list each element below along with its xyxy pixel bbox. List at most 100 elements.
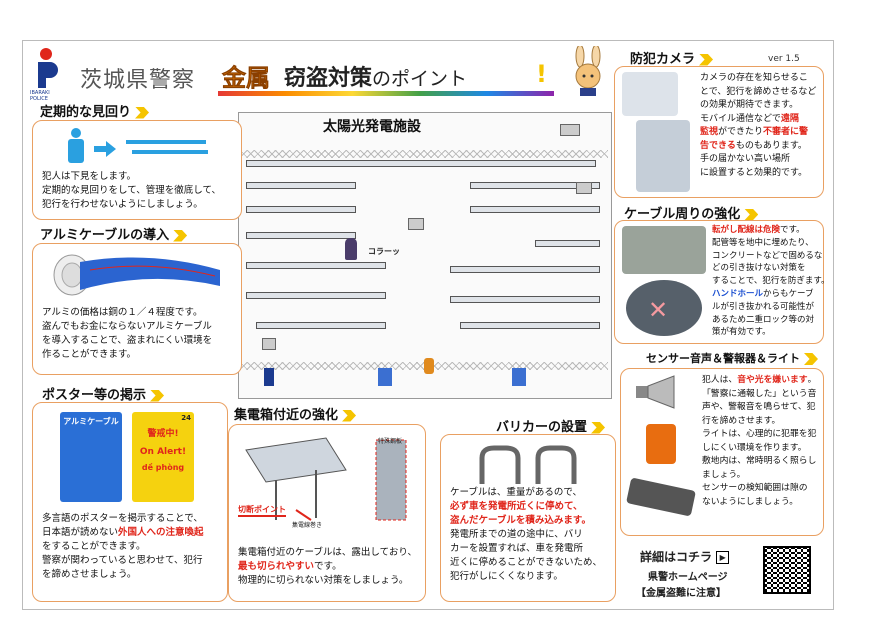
cut-point-label: 切断ポイント — [238, 504, 286, 517]
camera-photo — [622, 72, 678, 116]
camera-icon — [560, 124, 580, 136]
fence-top — [240, 150, 608, 158]
chevron-right-icon — [135, 106, 150, 119]
solar-panel-row — [535, 240, 600, 247]
sensor-line: 。 — [807, 375, 817, 385]
sensor-title-text: センサー音声＆警報器＆ライト — [646, 352, 800, 365]
solar-panel-row — [450, 296, 600, 303]
cable-highlight: ハンドホール — [712, 288, 764, 299]
junction-illustration-icon — [245, 437, 407, 521]
junction-line: 物理的に切られない対策をしましょう。 — [238, 575, 409, 586]
aluminum-line: アルミの価格は銅の１／４程度です。 — [42, 307, 203, 318]
poster-alert-image: 24 警戒中! On Alert! dề phòng — [132, 412, 194, 502]
poster-aluminum-image: アルミケーブル — [60, 412, 122, 502]
cable-title: ケーブル周りの強化 — [624, 203, 759, 222]
barricade-line: 近くに停めることができないため、 — [450, 557, 603, 568]
chevron-right-icon — [804, 353, 818, 365]
facility-map — [238, 112, 612, 399]
solar-panel-row — [246, 232, 356, 239]
camera-icon — [576, 182, 592, 194]
patrol-line: 犯行を行わせないようにしましょう。 — [42, 199, 203, 210]
camera-line: ができたり — [718, 127, 764, 137]
camera-title: 防犯カメラ — [630, 48, 714, 67]
poster-title-text: ポスター等の掲示 — [42, 388, 147, 403]
cross-mark-icon: ✕ — [648, 296, 669, 324]
title-no: のポイント — [372, 68, 468, 90]
cable-ground-photo — [622, 226, 706, 274]
poster-line: 多言語のポスターを掲示することで、 — [42, 513, 203, 524]
sensor-line: 敷地内は、常時明るく照らし — [702, 456, 817, 466]
notice-label: 【金属盗難に注意】 — [636, 588, 726, 599]
aluminum-line: 盗んでもお金にならないアルミケーブル — [42, 321, 212, 332]
solar-panel-row — [246, 160, 596, 167]
sensor-highlight: 音や光を嫌います — [737, 375, 808, 385]
patrol-text: 犯人は下見をします。 定期的な見回りをして、管理を徹底して、 犯行を行わせないよ… — [42, 170, 221, 212]
title-underline — [218, 91, 554, 96]
solar-panel-row — [460, 322, 600, 329]
handhole-photo — [626, 280, 702, 336]
barricade-title-text: バリカーの設置 — [496, 420, 588, 435]
barricade-box — [440, 434, 616, 602]
intruder-figure-icon — [345, 238, 357, 260]
sensor-line: 行を諦めさせます。 — [702, 415, 781, 426]
barricade-line: カーを設置すれば、車を発電所 — [450, 543, 584, 554]
camera-text: カメラの存在を知らせるこ とで、犯行を諦めさせるなど の効果が期待できます。 モ… — [700, 72, 816, 180]
chevron-right-icon — [150, 389, 165, 402]
junction-line: です。 — [314, 561, 342, 572]
poster-sign-icon — [378, 368, 392, 386]
exclaim-mark: ! — [536, 60, 547, 88]
camera-line: とで、犯行を諦めさせるなど — [700, 86, 817, 97]
camera-highlight: 監視 — [700, 127, 719, 137]
qr-code-icon[interactable] — [763, 546, 811, 594]
aluminum-line: 作ることができます。 — [42, 349, 137, 360]
poster-line: をすることができます。 — [42, 541, 146, 552]
poster2-title3: dề phòng — [141, 463, 185, 472]
cable-line: 策が有効です。 — [712, 327, 771, 338]
barricade-line: ケーブルは、重量があるので、 — [450, 487, 583, 498]
cable-line: ルが引き抜かれる可能性が — [712, 301, 815, 312]
solar-panel-row — [450, 266, 600, 273]
cable-line: あるため二重ロック等の対 — [712, 314, 815, 325]
cable-line: どの引き抜けない対策を — [712, 263, 806, 274]
camera-icon — [408, 218, 424, 230]
play-icon: ▶ — [716, 551, 730, 564]
poster-sign-icon — [512, 368, 526, 386]
poster-line: 警察が関わっていると思わせて、犯行 — [42, 555, 203, 566]
barricade-title: バリカーの設置 — [496, 416, 606, 435]
patrol-box — [32, 120, 242, 220]
patrol-line: 定期的な見回りをして、管理を徹底して、 — [42, 185, 221, 196]
poster2-title1: 警戒中! — [147, 429, 179, 439]
barricade-line: 発電所までの道の途中に、バリ — [450, 529, 583, 540]
logo-text: IBARAKI POLICE — [30, 90, 50, 102]
sensor-title: センサー音声＆警報器＆ライト — [646, 350, 818, 366]
solar-camera-photo — [636, 120, 690, 192]
sensor-line: ましょう。 — [702, 469, 746, 480]
cable-text: 転がし配線は危険です。 配管等を地中に埋めたり、 コンクリートなどで固めるな ど… — [712, 224, 830, 339]
cable-line: 配管等を地中に埋めたり、 — [712, 237, 814, 248]
chevron-right-icon — [173, 229, 188, 242]
shout-label: コラーッ — [368, 247, 400, 256]
cable-line: コンクリートなどで固めるな — [712, 250, 823, 261]
chevron-right-icon — [342, 409, 357, 422]
cable-title-text: ケーブル周りの強化 — [624, 207, 741, 222]
title-kinzoku: 金属 — [222, 64, 271, 93]
barricade-icon — [479, 445, 577, 484]
solar-panel-row — [246, 262, 386, 269]
sensor-line: しにくい環境を作ります。 — [702, 442, 807, 453]
chevron-right-icon — [591, 421, 606, 434]
camera-icon — [262, 338, 276, 350]
poster-line: 日本語が読めない — [42, 527, 119, 538]
solar-panel-row — [246, 182, 356, 189]
junction-highlight: 最も切られやすい — [238, 561, 315, 572]
alarm-device-icon — [646, 424, 676, 464]
barricade-line: 犯行がしにくくなります。 — [450, 571, 563, 582]
chevron-right-icon — [699, 53, 714, 66]
aluminum-line: を導入することで、盗まれにくい環境を — [42, 335, 213, 346]
camera-line: ものもあります。 — [735, 140, 807, 151]
detail-link[interactable]: 詳細はコチラ ▶ — [640, 548, 730, 565]
cable-line: です。 — [780, 225, 805, 235]
homepage-label: 県警ホームページ — [648, 572, 728, 583]
poster-title: ポスター等の掲示 — [42, 384, 165, 403]
cable-line: することで、犯行を防ぎます。 — [712, 276, 830, 287]
chevron-right-icon — [744, 208, 759, 221]
